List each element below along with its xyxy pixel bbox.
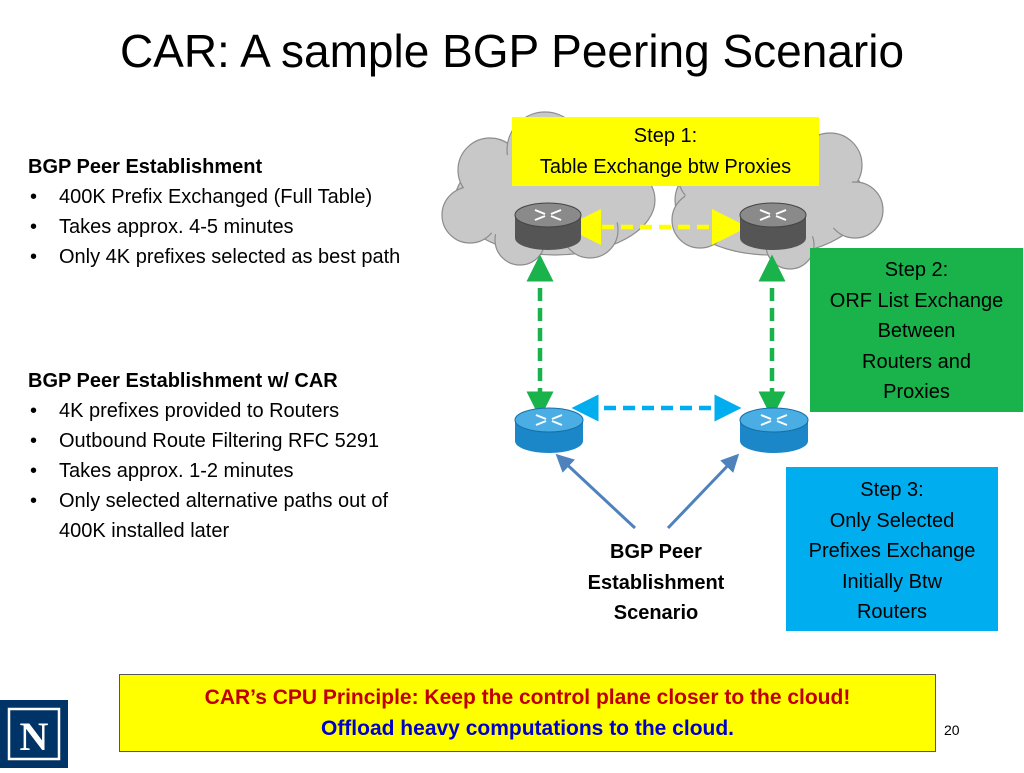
step2-text: Routers and	[862, 350, 971, 373]
step1-box: Step 1: Table Exchange btw Proxies	[512, 117, 819, 186]
router-right-icon	[739, 407, 809, 453]
step3-box: Step 3: Only Selected Prefixes Exchange …	[786, 467, 998, 631]
step3-label: Step 3:	[860, 479, 924, 501]
bullet-item: Outbound Route Filtering RFC 5291	[28, 426, 438, 456]
step3-text: Only Selected	[829, 509, 955, 532]
logo-n-icon: N	[7, 707, 61, 761]
step1-text: Table Exchange btw Proxies	[539, 155, 792, 178]
bullet-item: Only 4K prefixes selected as best path	[28, 242, 438, 272]
bullet-item: Takes approx. 4-5 minutes	[28, 212, 438, 242]
slide-title: CAR: A sample BGP Peering Scenario	[119, 25, 905, 77]
step2-text: Proxies	[883, 381, 950, 403]
bgp-peer-establishment-section: BGP Peer Establishment 400K Prefix Excha…	[28, 152, 438, 272]
step2-text: ORF List Exchange	[829, 289, 1004, 312]
caption-pointer-left	[555, 453, 637, 530]
bullet-list: 4K prefixes provided to Routers Outbound…	[28, 396, 438, 546]
step3-text: Initially Btw	[841, 570, 943, 593]
section-heading: BGP Peer Establishment	[28, 156, 263, 178]
bgp-peer-establishment-car-section: BGP Peer Establishment w/ CAR 4K prefixe…	[28, 366, 438, 546]
bullet-item: 400K Prefix Exchanged (Full Table)	[28, 182, 438, 212]
step2-label: Step 2:	[884, 259, 949, 281]
proxy-router-left-icon	[514, 202, 582, 250]
caption-pointer-right	[666, 453, 740, 530]
bullet-item: Only selected alternative paths out of 4…	[28, 486, 438, 546]
caption-line: Establishment	[587, 571, 725, 594]
caption-line: BGP Peer	[610, 541, 702, 563]
diagram-caption: BGP Peer Establishment Scenario	[574, 537, 738, 629]
page-number: 20	[944, 722, 960, 738]
step2-box: Step 2: ORF List Exchange Between Router…	[810, 248, 1023, 412]
step3-text: Prefixes Exchange	[808, 540, 976, 562]
bullet-item: Takes approx. 1-2 minutes	[28, 456, 438, 486]
caption-line: Scenario	[613, 602, 699, 624]
proxy-router-right-icon	[739, 202, 807, 250]
bullet-list: 400K Prefix Exchanged (Full Table) Takes…	[28, 182, 438, 272]
bullet-item: 4K prefixes provided to Routers	[28, 396, 438, 426]
cpu-principle-banner: CAR’s CPU Principle: Keep the control pl…	[119, 674, 936, 752]
step3-text: Routers	[856, 601, 928, 623]
router-left-icon	[514, 407, 584, 453]
section-heading: BGP Peer Establishment w/ CAR	[28, 370, 338, 392]
step1-label: Step 1:	[633, 125, 698, 147]
step2-text: Between	[877, 320, 956, 342]
university-logo: N	[0, 700, 68, 768]
logo-letter: N	[20, 714, 49, 759]
offload-line: Offload heavy computations to the cloud.	[320, 717, 735, 740]
principle-line: CAR’s CPU Principle: Keep the control pl…	[204, 686, 851, 709]
